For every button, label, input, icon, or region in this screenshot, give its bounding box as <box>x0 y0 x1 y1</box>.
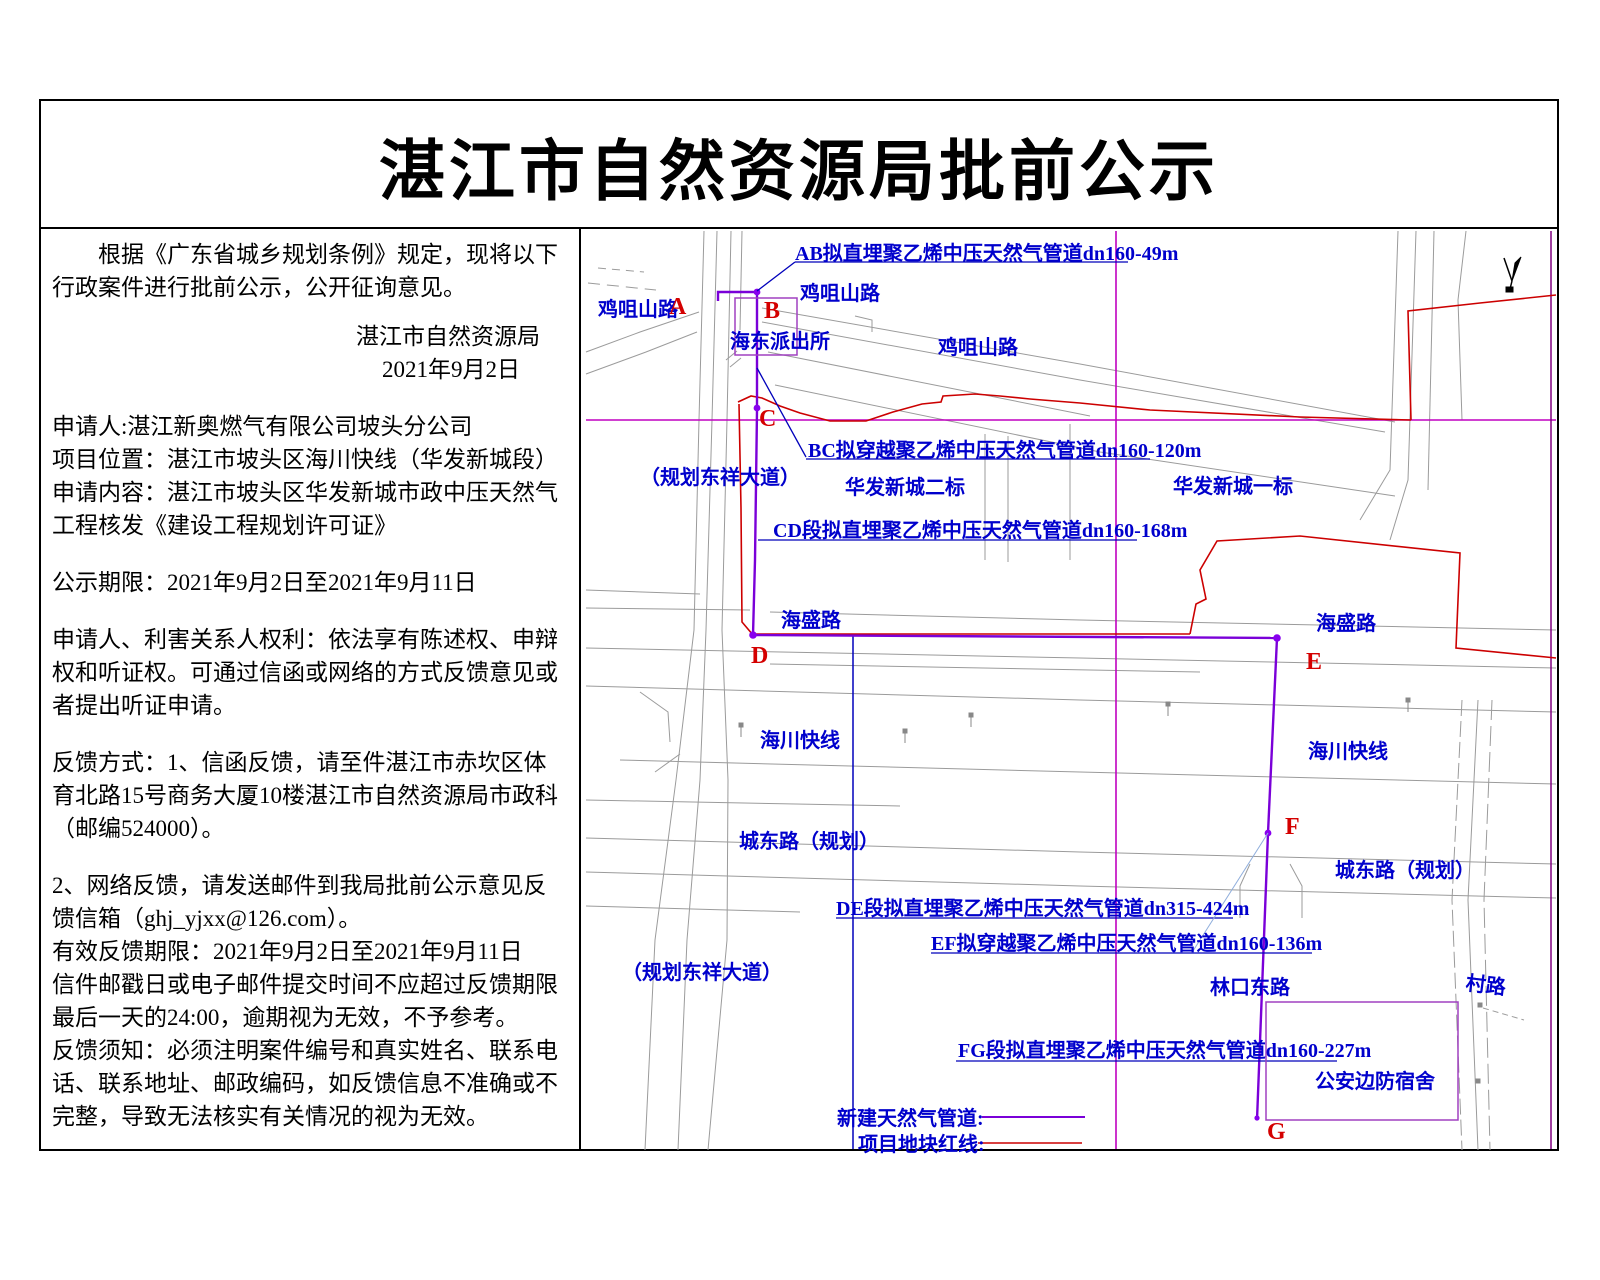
node-c <box>753 404 761 412</box>
gas-pipeline <box>716 290 1279 1121</box>
notice-paragraph-11: 信件邮戳日或电子邮件提交时间不应超过反馈期限最后一天的24:00，逾期视为无效，… <box>52 972 558 1030</box>
road-network <box>585 230 1557 1151</box>
border-dorm-box <box>1265 1001 1459 1121</box>
pipeline-segment-ef <box>1266 637 1279 834</box>
notice-paragraph-7: 申请人、利害关系人权利：依法享有陈述权、申辩权和听证权。可通过信函或网络的方式反… <box>52 627 558 718</box>
project-red-line <box>737 294 1557 1144</box>
label-leaders-underlines <box>756 261 1337 1062</box>
leader-ef <box>1192 832 1269 952</box>
pipeline-segment-fg <box>1255 832 1270 1121</box>
notice-paragraph-2: 2021年9月2日 <box>382 357 520 382</box>
notice-paragraph-10: 有效反馈期限：2021年9月2日至2021年9月11日 <box>52 939 523 964</box>
node-d <box>749 631 757 639</box>
page-title: 湛江市自然资源局批前公示 <box>379 136 1219 209</box>
notice-paragraph-8: 反馈方式：1、信函反馈，请至件湛江市赤坎区体育北路15号商务大厦10楼湛江市自然… <box>52 750 558 841</box>
notice-text-panel: 根据《广东省城乡规划条例》规定，现将以下行政案件进行批前公示，公开征询意见。湛江… <box>52 238 568 1133</box>
notice-paragraph-12: 反馈须知：必须注明案件编号和真实姓名、联系电话、联系地址、邮政编码，如反馈信息不… <box>52 1038 558 1129</box>
node-e <box>1273 634 1281 642</box>
road-symbols <box>738 697 1483 1084</box>
notice-paragraph-3: 申请人:湛江新奥燃气有限公司坡头分公司 <box>52 414 473 439</box>
building-boxes <box>734 297 1459 1121</box>
pipeline-nodes <box>749 288 1281 1121</box>
notice-paragraph-4: 项目位置：湛江市坡头区海川快线（华发新城段） <box>52 447 558 472</box>
notice-paragraph-1: 湛江市自然资源局 <box>356 324 540 349</box>
leader-bc <box>756 367 807 458</box>
notice-paragraph-6: 公示期限：2021年9月2日至2021年9月11日 <box>52 570 477 595</box>
notice-paragraph-0: 根据《广东省城乡规划条例》规定，现将以下行政案件进行批前公示，公开征询意见。 <box>52 242 558 300</box>
node-g <box>1254 1115 1260 1121</box>
pipeline-segment-de <box>752 633 1278 640</box>
leader-ab <box>756 261 796 292</box>
notice-paragraph-5: 申请内容：湛江市坡头区华发新城市政中压天然气工程核发《建设工程规划许可证》 <box>52 480 558 538</box>
document-frame <box>39 99 1559 1151</box>
pipeline-segment-cd <box>751 409 759 636</box>
notice-paragraph-9: 2、网络反馈，请发送邮件到我局批前公示意见反馈信箱（ghj_yjxx@126.c… <box>52 873 547 931</box>
north-arrow-icon <box>1503 256 1522 293</box>
pipeline-segment-ab <box>716 290 757 301</box>
haidong-police-box <box>734 297 798 356</box>
